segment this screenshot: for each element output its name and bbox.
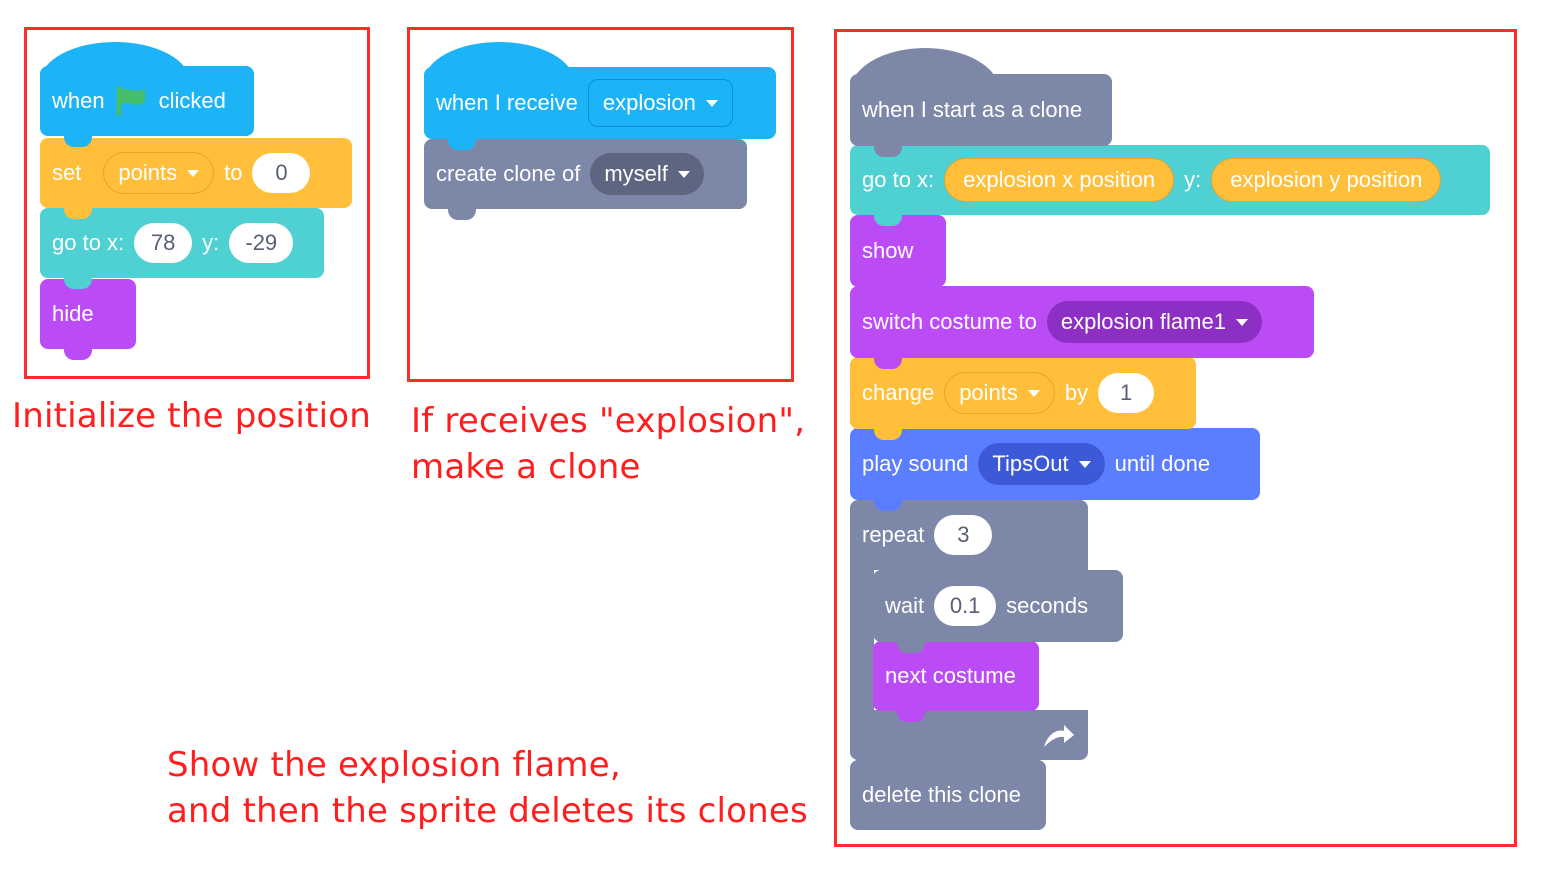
when-start-as-clone-block[interactable]: when I start as a clone [850, 74, 1112, 157]
by-label: by [1064, 380, 1089, 405]
message-dropdown[interactable]: explosion [587, 79, 733, 127]
show-block[interactable]: show [850, 215, 946, 298]
delete-clone-label: delete this clone [862, 782, 1021, 807]
delete-clone-block[interactable]: delete this clone [850, 760, 1046, 830]
frame-receive [407, 27, 794, 382]
loop-arrow-icon [1044, 725, 1074, 747]
costume-dropdown[interactable]: explosion flame1 [1046, 301, 1262, 343]
caption-flame-line2: and then the sprite deletes its clones [167, 791, 808, 831]
y-label: y: [202, 230, 220, 255]
set-value-input[interactable]: 0 [252, 153, 311, 193]
goto-label: go to x: [52, 230, 125, 255]
set-label: set [52, 160, 82, 185]
x-input[interactable]: 78 [134, 223, 193, 263]
repeat-footer [850, 710, 1088, 771]
chevron-down-icon [1078, 460, 1091, 468]
repeat-block[interactable]: repeat 3 [850, 500, 1088, 771]
clone-target-dropdown[interactable]: myself [590, 153, 704, 195]
clicked-label: clicked [158, 88, 226, 113]
variable-dropdown[interactable]: points [944, 372, 1055, 414]
repeat-header: repeat 3 [850, 500, 1088, 570]
when-receive-label: when I receive [436, 90, 578, 115]
play-sound-until-done-block[interactable]: play sound TipsOut until done [850, 428, 1260, 511]
y-label: y: [1184, 167, 1202, 192]
sound-dropdown[interactable]: TipsOut [978, 443, 1105, 485]
when-label: when [52, 88, 105, 113]
change-value-input[interactable]: 1 [1098, 373, 1155, 413]
wait-seconds-block[interactable]: wait 0.1 seconds [873, 570, 1123, 653]
chevron-down-icon [705, 99, 718, 107]
y-input[interactable]: -29 [229, 223, 294, 263]
wait-seconds-input[interactable]: 0.1 [934, 586, 997, 626]
green-flag-icon [116, 86, 145, 116]
variable-name: points [118, 160, 178, 185]
switch-costume-label: switch costume to [862, 309, 1037, 334]
goto-label: go to x: [862, 167, 935, 192]
frame-initialize [24, 27, 370, 379]
chevron-down-icon [1027, 389, 1040, 397]
message-name: explosion [602, 90, 696, 115]
change-label: change [862, 380, 935, 405]
wait-label: wait [885, 593, 925, 618]
when-i-receive-block[interactable]: when I receive explosion [424, 67, 776, 150]
repeat-count-input[interactable]: 3 [934, 515, 993, 555]
caption-flame-line1: Show the explosion flame, [167, 745, 621, 785]
costume-name: explosion flame1 [1060, 309, 1226, 334]
chevron-down-icon [1235, 318, 1248, 326]
explosion-y-position-reporter[interactable]: explosion y position [1211, 158, 1442, 202]
create-clone-block[interactable]: create clone of myself [424, 139, 747, 220]
caption-receive-line2: make a clone [411, 447, 641, 487]
hide-label: hide [52, 301, 94, 326]
repeat-label: repeat [862, 522, 925, 547]
when-flag-clicked-block[interactable]: when clicked [40, 66, 254, 147]
start-clone-label: when I start as a clone [862, 97, 1083, 122]
until-done-label: until done [1114, 451, 1211, 476]
go-to-xy-reporters-block[interactable]: go to x: explosion x position y: explosi… [850, 145, 1490, 226]
frame-clone [834, 29, 1517, 847]
chevron-down-icon [677, 170, 690, 178]
next-costume-block[interactable]: next costume [873, 641, 1039, 722]
next-costume-label: next costume [885, 663, 1016, 688]
to-label: to [224, 160, 243, 185]
seconds-label: seconds [1006, 593, 1089, 618]
switch-costume-block[interactable]: switch costume to explosion flame1 [850, 286, 1314, 369]
repeat-arm [850, 570, 874, 710]
clone-target-name: myself [604, 161, 668, 186]
go-to-xy-block[interactable]: go to x: 78 y: -29 [40, 208, 324, 289]
play-sound-label: play sound [862, 451, 969, 476]
change-variable-block[interactable]: change points by 1 [850, 357, 1196, 440]
caption-receive-line1: If receives "explosion", [411, 401, 806, 441]
variable-name: points [959, 380, 1018, 405]
variable-dropdown[interactable]: points [103, 152, 215, 194]
chevron-down-icon [187, 169, 200, 177]
show-label: show [862, 238, 914, 263]
create-clone-label: create clone of [436, 161, 581, 186]
set-variable-block[interactable]: set points to 0 [40, 138, 352, 219]
explosion-x-position-reporter[interactable]: explosion x position [944, 158, 1175, 202]
sound-name: TipsOut [992, 451, 1069, 476]
hide-block[interactable]: hide [40, 279, 136, 360]
caption-initialize: Initialize the position [12, 396, 371, 436]
